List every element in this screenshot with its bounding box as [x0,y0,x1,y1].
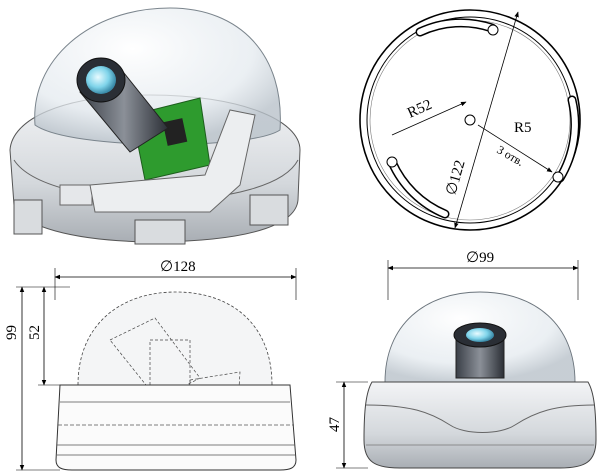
top-center-hole [464,114,476,126]
iso-base-tab [249,194,289,226]
top-view: R52 R5 3 отв. ∅122 [359,9,581,231]
front-label-width: ∅128 [160,259,196,275]
top-dim-line-r5 [477,124,553,173]
top-arc-slot-inner [389,159,448,217]
front-label-dome: 52 [27,325,43,340]
side-base [363,381,597,469]
iso-base-tab [13,199,43,235]
side-label-height: 47 [327,417,343,433]
front-base [55,384,297,471]
top-dim-line-r52 [391,101,467,136]
top-mount-hole [386,156,398,168]
top-mount-hole [552,171,564,183]
front-dome [77,291,273,386]
isometric-view [9,7,301,245]
front-label-height: 99 [4,325,20,340]
iso-base-tab [59,184,93,206]
top-label-r5: R5 [514,120,532,136]
top-mount-hole [487,24,499,36]
iso-sensor-chip [162,118,188,146]
side-view: ∅99 47 [327,250,597,469]
side-label-width: ∅99 [466,250,494,266]
iso-mount-bracket [89,109,256,213]
top-arc-slot-inner [557,97,578,181]
side-lens [453,322,507,379]
top-dim-line-diameter [454,11,519,229]
side-base-curve [365,404,595,433]
front-view: ∅128 99 52 [4,259,297,471]
iso-lens [76,57,169,153]
iso-base-tab [134,219,186,245]
